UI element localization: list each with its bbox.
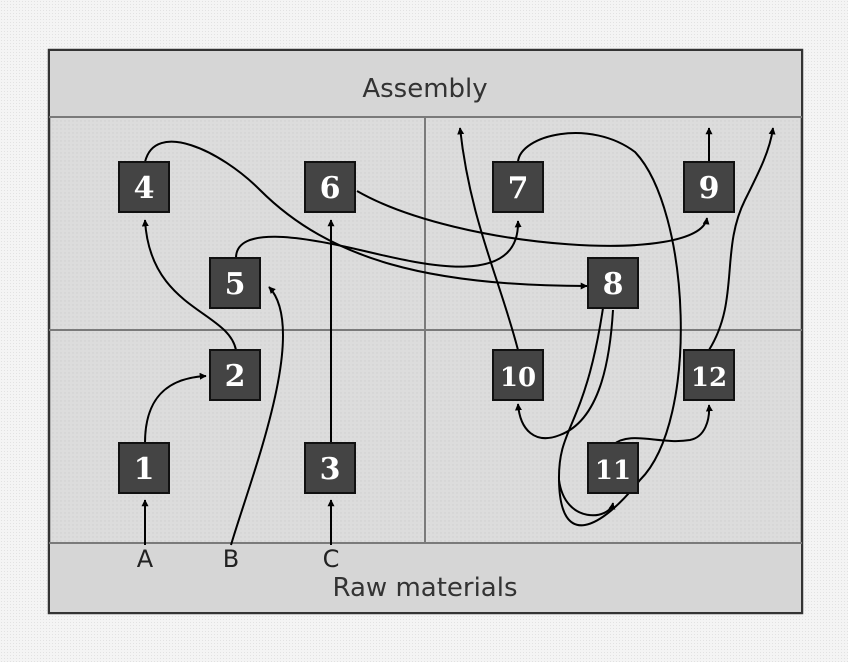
node-box	[492, 161, 544, 213]
node-12: 12	[683, 349, 735, 401]
raw-materials-label: Raw materials	[332, 573, 517, 603]
node-box	[304, 161, 356, 213]
edge-10-assembly	[457, 127, 519, 351]
node-10: 10	[492, 349, 544, 401]
node-6: 6	[304, 161, 356, 213]
source-label-b: B	[223, 545, 239, 573]
node-box	[304, 442, 356, 494]
node-box	[683, 349, 735, 401]
edge-11-12	[612, 404, 713, 446]
edge-7-curve	[517, 132, 682, 527]
edge-6-9	[356, 190, 710, 247]
node-box	[587, 442, 639, 494]
node-label: 5	[225, 267, 246, 302]
assembly-label: Assembly	[362, 74, 487, 104]
node-4: 4	[118, 161, 170, 213]
node-box	[683, 161, 735, 213]
node-box	[118, 161, 170, 213]
node-11: 11	[587, 442, 639, 494]
node-label: 4	[134, 171, 155, 206]
edge-8-10	[514, 309, 614, 440]
node-5: 5	[209, 257, 261, 309]
node-box	[492, 349, 544, 401]
node-box	[209, 257, 261, 309]
node-box	[587, 257, 639, 309]
edge-B-5	[230, 286, 285, 546]
node-8: 8	[587, 257, 639, 309]
node-label: 12	[691, 363, 727, 393]
node-label: 10	[500, 363, 536, 393]
edge-2-4	[141, 219, 237, 351]
node-7: 7	[492, 161, 544, 213]
node-label: 2	[225, 359, 246, 394]
node-label: 9	[699, 171, 720, 206]
node-label: 8	[603, 267, 624, 302]
source-label-c: C	[323, 545, 340, 573]
node-label: 1	[134, 452, 155, 487]
node-label: 6	[320, 171, 341, 206]
node-label: 11	[595, 456, 631, 486]
node-label: 7	[508, 171, 529, 206]
source-label-a: A	[137, 545, 154, 573]
node-box	[209, 349, 261, 401]
edge-4-8	[144, 140, 588, 290]
raw-materials-band	[50, 544, 801, 612]
node-1: 1	[118, 442, 170, 494]
node-9: 9	[683, 161, 735, 213]
flow-edges	[141, 127, 776, 546]
node-label: 3	[320, 452, 341, 487]
node-box	[118, 442, 170, 494]
node-2: 2	[209, 349, 261, 401]
edge-5-7	[235, 220, 522, 268]
edge-1-2	[144, 372, 207, 444]
assembly-band	[50, 51, 801, 117]
edge-12-assembly	[708, 127, 776, 351]
edge-to-11	[558, 479, 616, 517]
node-3: 3	[304, 442, 356, 494]
